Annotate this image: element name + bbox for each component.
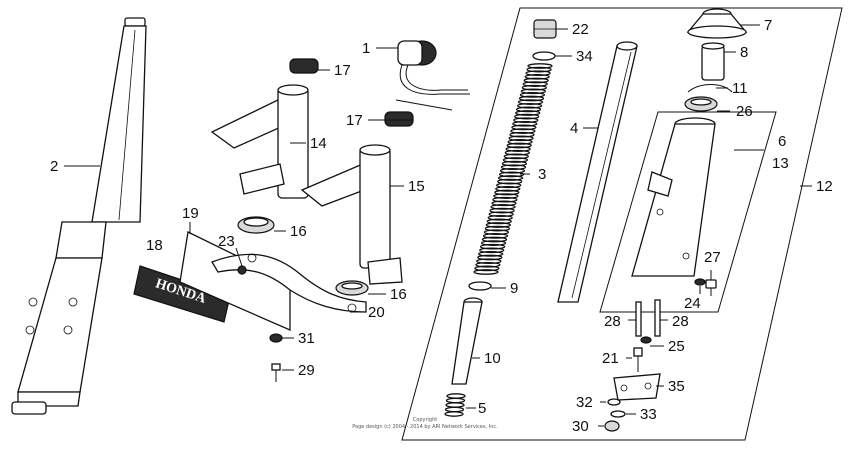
part-5-rebound-spring [444,393,466,417]
label-12: 12 [816,178,833,195]
label-17b: 17 [346,112,363,129]
label-14: 14 [310,135,327,152]
label-3: 3 [538,166,546,183]
label-17a: 17 [334,62,351,79]
part-30-nut [604,420,620,432]
label-21: 21 [602,350,619,367]
part-14-bracket [210,84,309,199]
assembly-boundary [401,7,843,441]
part-19-panel [179,231,291,331]
part-10-damper-rod [451,297,483,385]
label-15: 15 [408,178,425,195]
label-2: 2 [50,158,58,175]
part-3-fork-spring [473,63,553,275]
part-34-o-ring [532,51,556,61]
label-10: 10 [484,350,501,367]
part-22-top-bolt [533,19,557,39]
part-9-circlip [468,281,492,291]
label-11: 11 [732,80,748,97]
part-24-washer [694,278,706,286]
label-13: 13 [772,155,789,172]
part-13-slider [631,117,716,277]
part-20-fender-bracket [211,253,367,313]
part-11-clip [687,84,733,93]
part-16-ring-upper [237,216,275,234]
label-6: 6 [778,133,786,150]
label-33: 33 [640,406,657,423]
label-28a: 28 [604,313,621,330]
label-32: 32 [576,394,593,411]
part-32-washer [607,398,621,406]
part-29-bolt [271,363,281,382]
label-5: 5 [478,400,486,417]
label-24: 24 [684,295,701,312]
part-15-bracket [300,144,403,285]
copyright-line-2: Page design (c) 2004 - 2014 by ARI Netwo… [352,424,498,430]
label-22: 22 [572,21,589,38]
callout-labels: 1 2 3 4 5 6 7 8 9 10 11 12 13 14 15 16 1… [50,17,833,435]
part-26-oil-seal [684,96,718,112]
label-31: 31 [298,330,315,347]
part-33-washer [610,410,626,418]
label-1: 1 [362,40,370,57]
part-17-grommet-lower [384,111,414,127]
label-18: 18 [146,237,163,254]
label-30: 30 [572,418,589,435]
label-28b: 28 [672,313,689,330]
label-23: 23 [218,233,235,250]
slider-subassembly-boundary [599,111,777,313]
part-25-washer [640,336,652,344]
part-16-ring-lower [335,280,369,296]
part-28-stud-left [635,301,642,337]
label-7: 7 [764,17,772,34]
label-34: 34 [576,48,593,65]
label-25: 25 [668,338,685,355]
part-27-drain-bolt [705,279,717,296]
label-19: 19 [182,205,199,222]
part-28-stud-right [654,299,661,337]
part-4-fork-tube [557,41,638,303]
label-8: 8 [740,44,748,61]
label-16a: 16 [290,223,307,240]
label-27: 27 [704,249,721,266]
label-29: 29 [298,362,315,379]
part-35-axle-holder [613,373,661,401]
label-4: 4 [570,120,578,137]
part-31-nut [269,333,283,343]
label-16b: 16 [390,286,407,303]
part-7-dust-cover [686,8,748,39]
copyright-line-1: Copyright [413,417,437,423]
leader-lines [64,24,812,427]
part-2-fork-leg [11,17,147,415]
part-17-grommet-upper [289,58,319,74]
part-8-sleeve [701,42,725,81]
label-26: 26 [736,103,753,120]
label-35: 35 [668,378,685,395]
label-9: 9 [510,280,518,297]
part-1-light-housing [395,40,470,111]
part-21-socket-bolt [633,347,643,372]
part-23-bolt [237,265,247,275]
label-20: 20 [368,304,385,321]
